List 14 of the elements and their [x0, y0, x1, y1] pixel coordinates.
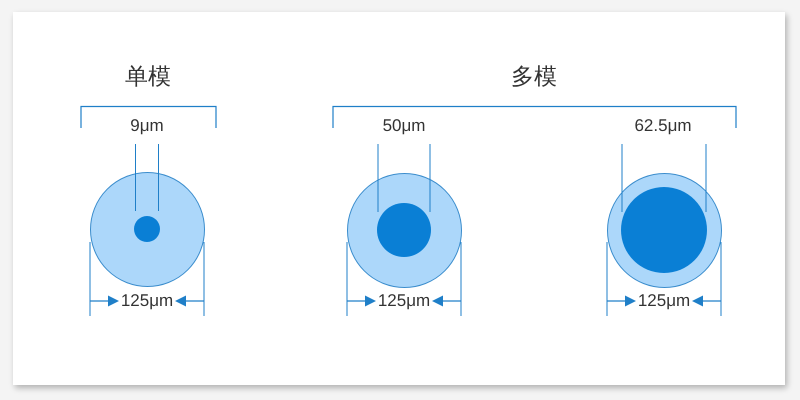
dimension-label: 125μm	[638, 291, 690, 311]
dimension-label: 62.5μm	[634, 116, 692, 136]
fiber-cladding	[346, 172, 462, 288]
group-heading: 单模	[125, 64, 171, 90]
dimension-label: 50μm	[382, 116, 426, 136]
fiber-cladding	[606, 172, 722, 288]
dimension-label: 9μm	[130, 116, 164, 136]
dimension-label: 125μm	[120, 291, 174, 311]
fiber-cladding	[90, 172, 204, 286]
fiber-core	[621, 187, 707, 273]
fiber-core	[134, 216, 160, 242]
fiber-core	[377, 203, 431, 257]
dimension-label: 125μm	[378, 291, 430, 311]
group-heading: 多模	[511, 64, 557, 90]
